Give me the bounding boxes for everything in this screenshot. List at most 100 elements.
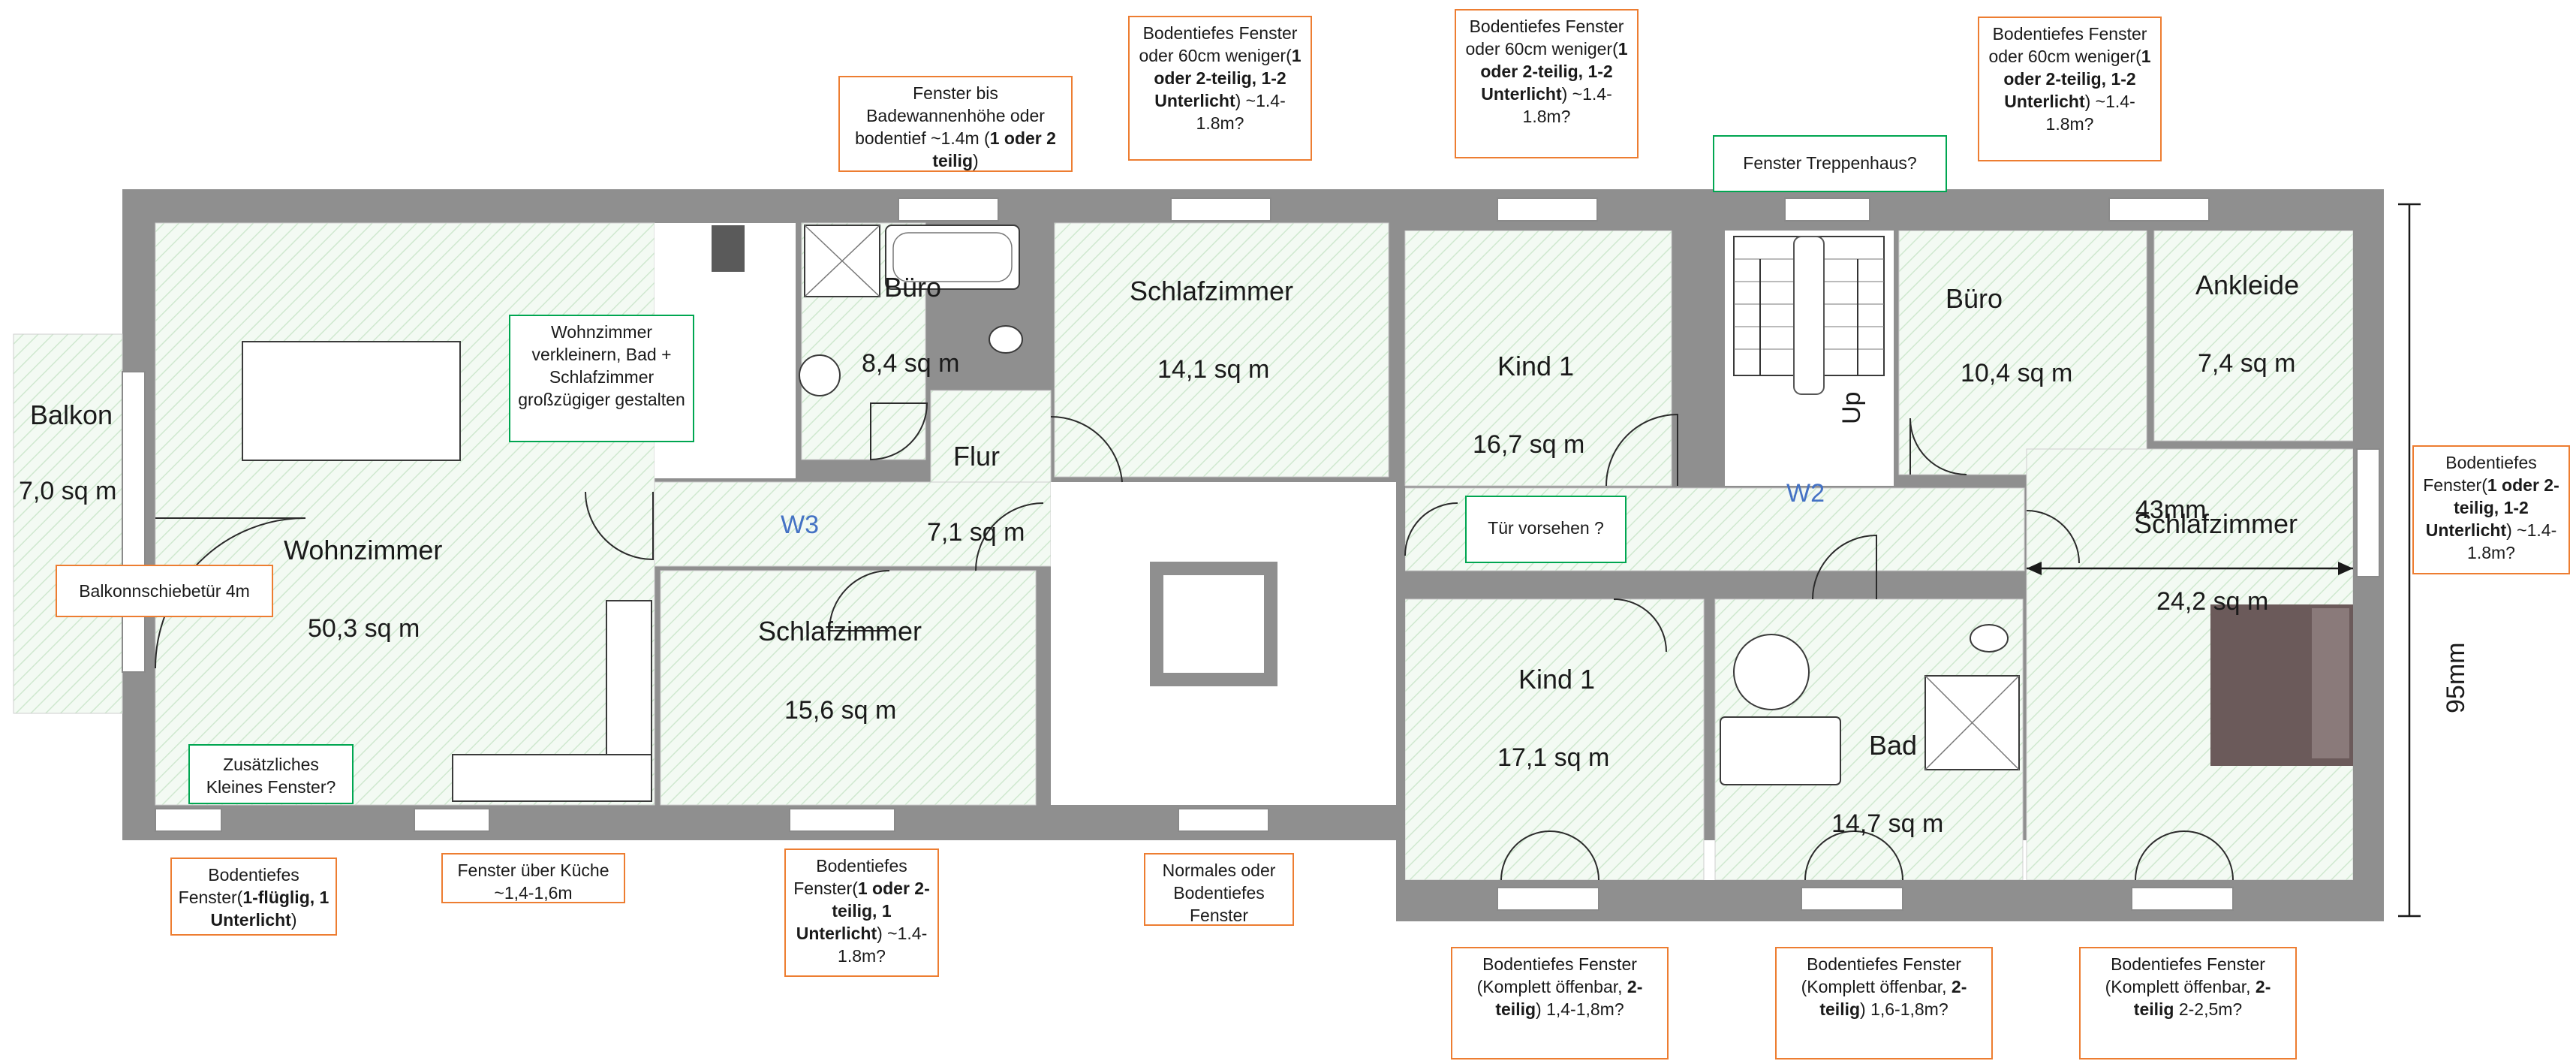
room-name-wohnzimmer: Wohnzimmer	[284, 535, 442, 565]
room-wohnzimmer	[155, 222, 655, 806]
kitchen-counter-right	[606, 600, 652, 755]
dining-table	[242, 341, 461, 461]
note-right-window: Bodentiefes Fenster(1 oder 2-teilig, 1-2…	[2412, 445, 2570, 574]
schlaf-top-door-swing	[1050, 415, 1123, 483]
window-bad-bottom	[1801, 887, 1903, 911]
bad-balcony-double-door	[1804, 830, 1903, 881]
note-top-window-1: Bodentiefes Fenster oder 60cm weniger(1 …	[1128, 16, 1312, 161]
toilet-left	[989, 325, 1023, 354]
room-name-schlafzimmer-top: Schlafzimmer	[1130, 276, 1293, 306]
kitchen-counter-bottom	[452, 754, 652, 802]
bad-door-swing	[1812, 534, 1877, 600]
room-area-schlafzimmer-left: 15,6 sq m	[784, 696, 896, 725]
window-balcony-door	[122, 371, 146, 673]
bathtub-left	[885, 225, 1020, 290]
wohn-door-swing	[585, 491, 654, 561]
kitchen-appliance	[712, 225, 745, 272]
balcony-door-swing	[155, 517, 306, 669]
window-schlaf-top	[1170, 197, 1271, 222]
note-zusaetzliches-fenster: Zusätzliches Kleines Fenster?	[188, 744, 354, 804]
room-name-schlafzimmer-right: Schlafzimmer	[2134, 508, 2298, 539]
zone-w2: W2	[1786, 479, 1825, 508]
room-schlafzimmer-left	[660, 570, 1037, 806]
sink-bad	[1733, 634, 1810, 710]
room-area-bad: 14,7 sq m	[1831, 809, 1943, 838]
note-bottom-window-3: Bodentiefes Fenster (Komplett öffenbar, …	[2079, 947, 2297, 1059]
room-kind1-top	[1404, 230, 1672, 487]
room-name-balkon: Balkon	[30, 399, 113, 430]
window-ankleide-top	[2108, 197, 2210, 222]
room-area-ankleide: 7,4 sq m	[2198, 349, 2295, 378]
note-top-window-2: Bodentiefes Fenster oder 60cm weniger(1 …	[1455, 9, 1639, 158]
schlaf-balcony-double-door	[2135, 830, 2234, 881]
room-schlafzimmer-top	[1054, 222, 1389, 478]
buero-right-door-swing	[1909, 417, 1967, 475]
room-name-flur: Flur	[953, 441, 1000, 472]
note-balkonschiebetuer: Balkonnschiebetür 4m	[56, 565, 273, 617]
toilet-bad	[1970, 624, 2009, 653]
room-area-balkon: 7,0 sq m	[19, 477, 116, 505]
balcony	[13, 333, 123, 714]
room-name-ankleide: Ankleide	[2195, 270, 2299, 300]
room-name-kind1-bottom: Kind 1	[1518, 664, 1595, 695]
window-kind-top	[1497, 197, 1598, 222]
room-area-schlafzimmer-right: 24,2 sq m	[2156, 587, 2268, 616]
room-labels: Balkon 7,0 sq m Wohnzimmer 50,3 sq m Bür…	[19, 270, 2470, 838]
stairs-up-label: Up	[1837, 392, 1866, 424]
room-area-kind1-bottom: 17,1 sq m	[1497, 743, 1609, 772]
room-area-kind1-top: 16,7 sq m	[1473, 430, 1584, 459]
room-buero-right	[1898, 230, 2147, 475]
doors	[155, 402, 2234, 881]
window-well-bottom	[1178, 808, 1269, 832]
window-schlaf-bottom	[789, 808, 895, 832]
note-kueche-window: Fenster über Küche ~1,4-1,6m	[441, 853, 625, 903]
window-wohn-bottom-1	[155, 808, 222, 832]
hall-w3	[654, 481, 1052, 567]
room-name-buero-right: Büro	[1946, 283, 2003, 314]
room-name-schlafzimmer-left: Schlafzimmer	[758, 616, 922, 647]
kind-bottom-door-swing	[1613, 598, 1667, 653]
fixtures	[242, 225, 2353, 802]
dimension-width-label: 43mm	[2135, 496, 2206, 524]
zone-w3: W3	[781, 511, 819, 539]
room-area-flur: 7,1 sq m	[927, 518, 1025, 547]
note-top-window-3: Bodentiefes Fenster oder 60cm weniger(1 …	[1978, 17, 2162, 161]
room-name-kind1-top: Kind 1	[1497, 351, 1574, 381]
window-schlaf-right-bottom	[2131, 887, 2234, 911]
note-wohnzimmer-verkleinern: Wohnzimmer verkleinern, Bad + Schlafzimm…	[509, 315, 694, 442]
room-area-buero-right: 10,4 sq m	[1961, 359, 2072, 387]
note-bad-window: Fenster bis Badewannenhöhe oder bodentie…	[838, 76, 1073, 172]
kind-top-door-swing	[1605, 413, 1678, 487]
window-stair-top	[1784, 197, 1870, 222]
schlaf-right-door-swing	[2026, 510, 2080, 564]
hall-door-swing	[1404, 502, 1458, 556]
room-kind1-bottom	[1404, 598, 1705, 881]
dimension-height-label: 95mm	[2442, 643, 2470, 713]
windows	[122, 197, 2380, 911]
note-bottom-window-2: Bodentiefes Fenster (Komplett öffenbar, …	[1775, 947, 1993, 1059]
window-schlaf-right-side	[2356, 448, 2380, 577]
stairs	[1733, 236, 1885, 395]
room-area-wohnzimmer: 50,3 sq m	[308, 614, 420, 643]
kind-balcony-double-door	[1500, 830, 1599, 881]
note-bottom-left-window: Bodentiefes Fenster(1-flüglig, 1 Unterli…	[170, 858, 337, 936]
dimension-lines	[2027, 203, 2421, 918]
bathtub-bad	[1720, 716, 1841, 785]
room-name-bad: Bad	[1869, 730, 1917, 761]
note-bottom-window-1: Bodentiefes Fenster (Komplett öffenbar, …	[1451, 947, 1669, 1059]
note-fenster-treppenhaus: Fenster Treppenhaus?	[1713, 135, 1947, 192]
note-bottom-schlaf-window: Bodentiefes Fenster(1 oder 2-teilig, 1 U…	[784, 848, 939, 977]
schlaf-left-door-swing	[828, 570, 890, 631]
sink-left	[799, 354, 841, 396]
room-area-buero-left: 8,4 sq m	[862, 349, 959, 378]
note-normales-fenster: Normales oder Bodentiefes Fenster	[1144, 853, 1294, 926]
room-area-schlafzimmer-top: 14,1 sq m	[1157, 355, 1269, 384]
room-name-buero-left: Büro	[884, 272, 941, 303]
room-ankleide	[2153, 230, 2354, 442]
buero-door-swing	[870, 402, 928, 461]
window-wohn-bottom-2	[414, 808, 490, 832]
window-kind-bottom	[1497, 887, 1599, 911]
flur-door-swing	[975, 502, 1044, 571]
note-tuer-vorsehen: Tür vorsehen ?	[1465, 496, 1627, 563]
